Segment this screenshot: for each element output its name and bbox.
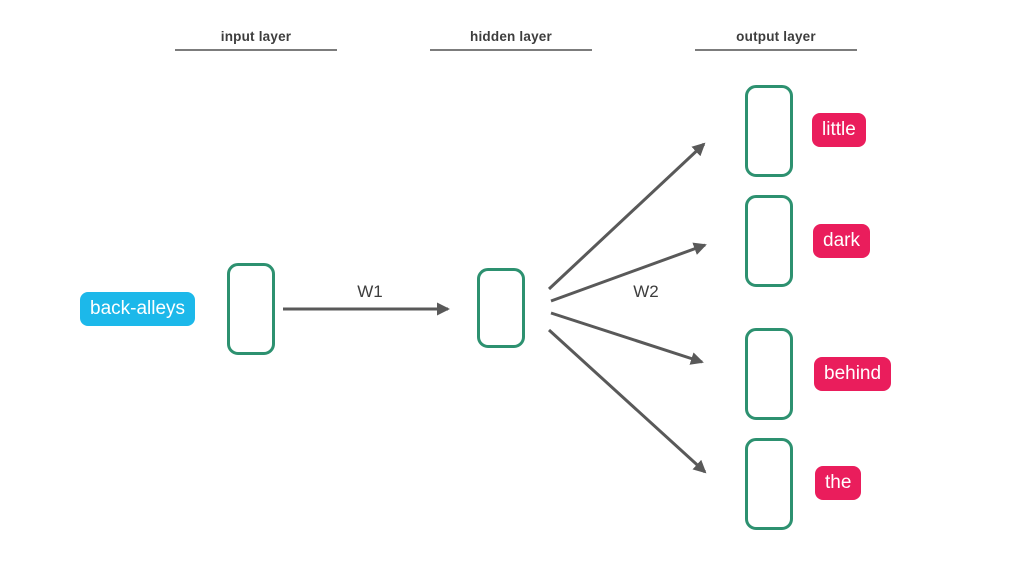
node-output-3 bbox=[745, 328, 793, 420]
node-hidden bbox=[477, 268, 525, 348]
input-word-badge: back-alleys bbox=[80, 292, 196, 326]
output-word-badge-behind: behind bbox=[814, 357, 892, 391]
hidden-layer-label: hidden layer bbox=[470, 29, 552, 44]
node-output-1 bbox=[745, 85, 793, 177]
output-layer-label: output layer bbox=[736, 29, 816, 44]
input-layer-label: input layer bbox=[220, 29, 292, 44]
w2-arrow-little bbox=[547, 142, 706, 291]
node-output-2 bbox=[745, 195, 793, 287]
w2-arrow-behind bbox=[550, 311, 704, 365]
w2-arrow-the bbox=[547, 328, 707, 474]
hidden-layer-header: hidden layer bbox=[430, 29, 592, 51]
output-word-badge-dark: dark bbox=[813, 224, 870, 258]
output-word-badge-the: the bbox=[815, 466, 862, 500]
output-layer-header: output layer bbox=[695, 29, 857, 51]
node-input bbox=[227, 263, 275, 355]
output-word-badge-little: little bbox=[812, 113, 866, 147]
input-layer-header: input layer bbox=[175, 29, 337, 51]
w2-label: W2 bbox=[633, 282, 659, 301]
node-output-4 bbox=[745, 438, 793, 530]
w1-label: W1 bbox=[357, 282, 383, 301]
